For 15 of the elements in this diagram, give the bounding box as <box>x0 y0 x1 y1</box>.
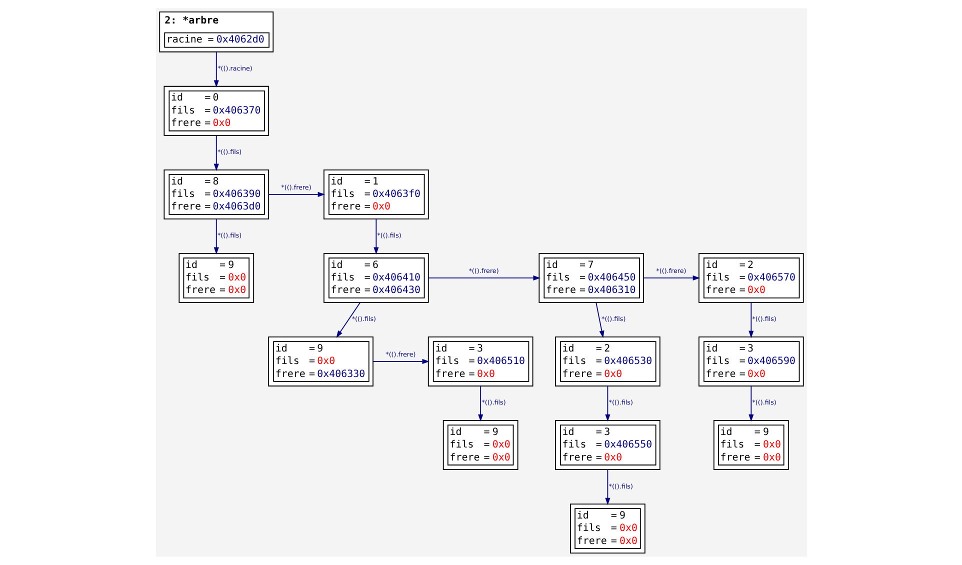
arrow <box>336 302 360 338</box>
arrow <box>213 218 218 255</box>
arrow <box>595 302 604 338</box>
arrow <box>428 275 540 280</box>
arrow <box>748 302 754 338</box>
arrow <box>604 469 610 506</box>
arrow <box>604 386 610 422</box>
arrow <box>268 192 325 197</box>
arrow <box>372 358 430 364</box>
arrow <box>748 386 754 422</box>
arrow <box>213 51 218 88</box>
arrow <box>213 134 218 172</box>
arrow <box>478 386 483 422</box>
arrow <box>373 218 378 255</box>
arrow <box>642 275 700 280</box>
